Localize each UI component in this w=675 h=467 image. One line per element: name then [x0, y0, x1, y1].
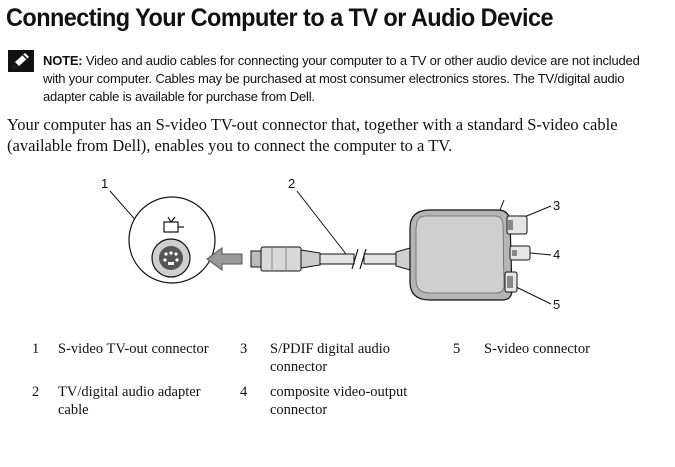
legend-num-2: 2	[32, 384, 40, 400]
legend-text-5: S-video connector	[484, 341, 590, 357]
s-video-tv-out-port	[128, 196, 216, 284]
legend-num-1: 1	[32, 341, 40, 357]
adapter-cable	[250, 246, 411, 272]
note-paragraph: NOTE: Video and audio cables for connect…	[43, 52, 663, 106]
note-text: Video and audio cables for connecting yo…	[43, 53, 640, 104]
page-title: Connecting Your Computer to a TV or Audi…	[6, 4, 554, 32]
callout-4: 4	[553, 247, 560, 262]
legend-text-3: S/PDIF digital audio connector	[270, 341, 391, 375]
connect-arrow-icon	[206, 247, 243, 271]
tv-out-icon	[163, 216, 184, 233]
legend-text-2: TV/digital audio adapter cable	[58, 384, 201, 418]
cable-connection-illustration: 1 2 3 4 5	[101, 176, 560, 312]
legend-text-1: S-video TV-out connector	[58, 341, 209, 357]
leader-line-5	[511, 284, 552, 305]
legend-num-4: 4	[240, 384, 248, 400]
spdif-connector	[506, 215, 528, 235]
callout-3: 3	[553, 198, 560, 213]
legend-num-3: 3	[240, 341, 248, 357]
intro-paragraph: Your computer has an S-video TV-out conn…	[7, 115, 618, 155]
composite-video-connector	[509, 245, 531, 261]
note-pencil-icon	[8, 50, 34, 72]
legend-num-5: 5	[453, 341, 461, 357]
s-video-connector	[504, 271, 518, 293]
callout-5: 5	[553, 297, 560, 312]
adapter-box	[409, 199, 513, 301]
figure-legend: 1 S-video TV-out connector 2 TV/digital …	[0, 340, 675, 430]
leader-line-2	[296, 190, 347, 255]
callout-1: 1	[101, 176, 108, 191]
note-label: NOTE:	[43, 53, 83, 68]
legend-text-4: composite video-output connector	[270, 384, 408, 418]
callout-2: 2	[288, 176, 295, 191]
